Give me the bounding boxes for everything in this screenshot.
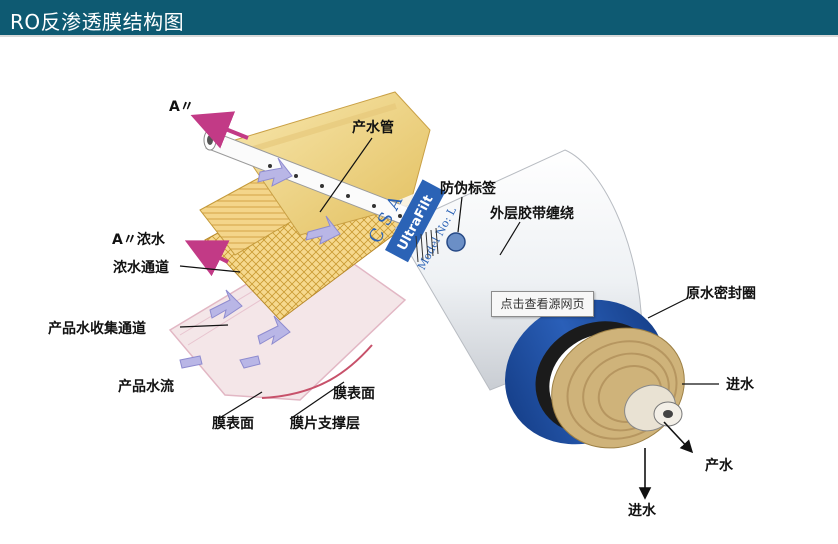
label-membrane-support: 膜片支撑层 <box>290 415 360 432</box>
label-membrane-surface-right: 膜表面 <box>333 385 375 402</box>
label-collection-channel: 产品水收集通道 <box>48 320 146 337</box>
label-membrane-surface-left: 膜表面 <box>212 415 254 432</box>
label-product-water: 产水 <box>705 457 734 474</box>
label-a-out-top: A〃 <box>169 99 194 115</box>
product-flow-arrows <box>179 157 341 369</box>
wound-membrane-end <box>551 327 685 449</box>
title-bar: RO反渗透膜结构图 <box>0 0 838 37</box>
label-a-concentrate: A〃浓水 <box>112 231 166 248</box>
label-raw-water-seal: 原水密封圈 <box>686 285 756 302</box>
page-title: RO反渗透膜结构图 <box>10 10 185 34</box>
label-outer-tape: 外层胶带缠绕 <box>490 205 574 222</box>
concentrate-arrows <box>184 111 249 277</box>
label-concentrate-channel: 浓水通道 <box>113 259 169 276</box>
leader-lines <box>179 137 719 420</box>
ro-membrane-diagram: UltraFilt Model No: L C S A <box>48 91 756 519</box>
label-product-flow: 产品水流 <box>118 378 174 395</box>
label-product-tube: 产水管 <box>352 119 394 136</box>
hologram-sticker <box>446 232 466 252</box>
label-inlet-right: 进水 <box>726 376 755 393</box>
label-inlet-bottom: 进水 <box>628 502 657 519</box>
view-source-tooltip[interactable]: 点击查看源网页 <box>491 291 594 317</box>
flow-direction-arrows <box>638 421 694 500</box>
label-anti-counterfeit: 防伪标签 <box>440 180 497 197</box>
